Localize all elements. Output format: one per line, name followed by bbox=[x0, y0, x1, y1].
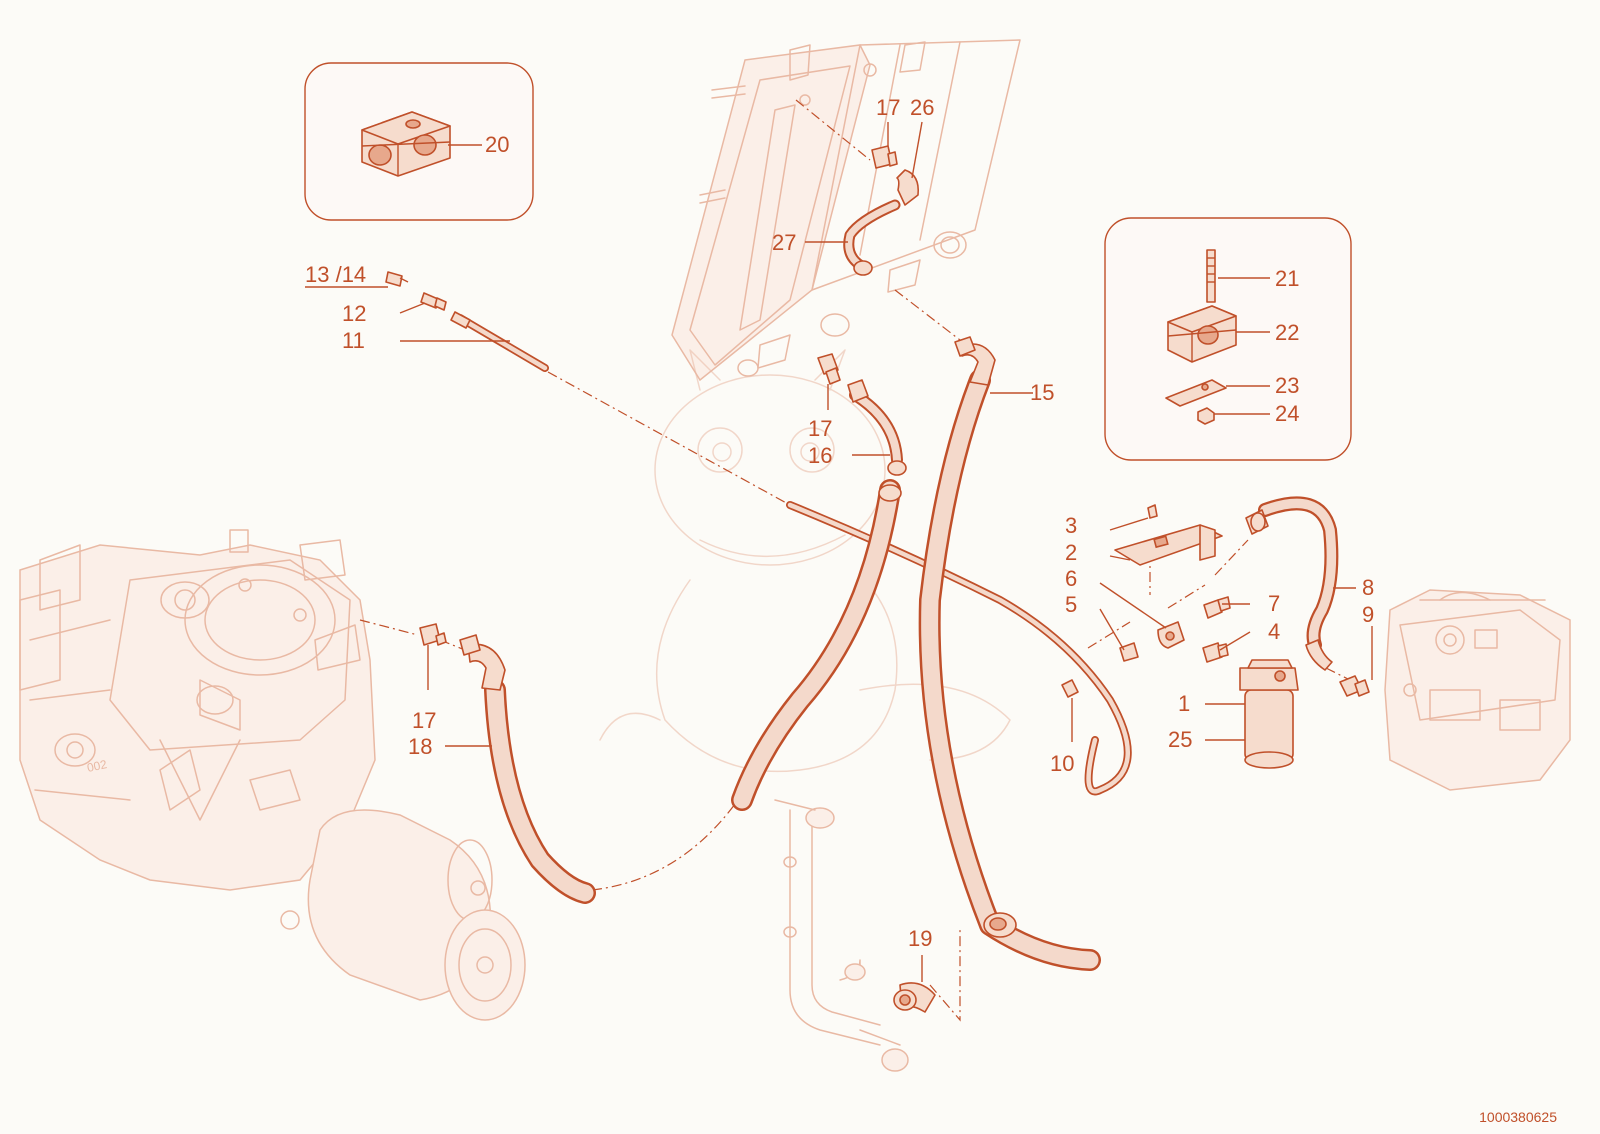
callout-16: 16 bbox=[808, 443, 832, 468]
svg-text:002: 002 bbox=[86, 757, 109, 775]
callout-4: 4 bbox=[1268, 619, 1280, 644]
callout-2: 2 bbox=[1065, 540, 1077, 565]
oil-cooler-faint bbox=[671, 39, 1021, 382]
callout-15: 15 bbox=[1030, 380, 1054, 405]
elbow-19 bbox=[893, 955, 936, 1013]
callout-5: 5 bbox=[1065, 592, 1077, 617]
callout-7: 7 bbox=[1268, 591, 1280, 616]
callout-21: 21 bbox=[1275, 266, 1299, 291]
dash-connections bbox=[359, 99, 1351, 1022]
callout-12: 12 bbox=[342, 301, 366, 326]
callout-6: 6 bbox=[1065, 566, 1077, 591]
callout-9: 9 bbox=[1362, 602, 1374, 627]
hose-11-assembly bbox=[305, 271, 1132, 796]
callout-20: 20 bbox=[485, 132, 509, 157]
callout-26: 26 bbox=[910, 95, 934, 120]
inset-clamp-21-24 bbox=[1104, 217, 1352, 461]
callout-18: 18 bbox=[408, 734, 432, 759]
callout-22: 22 bbox=[1275, 320, 1299, 345]
callout-8: 8 bbox=[1362, 575, 1374, 600]
inset-clamp-20 bbox=[304, 62, 534, 221]
callout-24: 24 bbox=[1275, 401, 1299, 426]
main-pump-assembly-faint: 002 bbox=[19, 529, 526, 1021]
filter-group bbox=[1061, 504, 1299, 769]
cooler-fittings bbox=[805, 121, 923, 276]
callout-17-center: 17 bbox=[808, 416, 832, 441]
callout-13-14: 13 /14 bbox=[305, 262, 366, 287]
hose-18 bbox=[419, 623, 596, 904]
callout-27: 27 bbox=[772, 230, 796, 255]
hose-16 bbox=[731, 353, 907, 811]
hose-15 bbox=[918, 336, 1101, 971]
hose-8 bbox=[1245, 496, 1373, 697]
callout-17-pump: 17 bbox=[412, 708, 436, 733]
callout-11: 11 bbox=[342, 328, 365, 353]
callout-3: 3 bbox=[1065, 513, 1077, 538]
callout-25: 25 bbox=[1168, 727, 1192, 752]
callout-19: 19 bbox=[908, 926, 932, 951]
callout-10: 10 bbox=[1050, 751, 1074, 776]
secondary-pump-faint bbox=[1384, 589, 1571, 791]
callout-17-cooler: 17 bbox=[876, 95, 900, 120]
callout-23: 23 bbox=[1275, 373, 1299, 398]
suction-pipe-faint bbox=[774, 799, 909, 1072]
callout-1: 1 bbox=[1178, 691, 1190, 716]
callout-labels: 1 2 3 4 5 6 7 8 9 10 11 12 13 /14 15 16 … bbox=[305, 95, 1557, 1125]
document-number: 1000380625 bbox=[1479, 1109, 1557, 1125]
